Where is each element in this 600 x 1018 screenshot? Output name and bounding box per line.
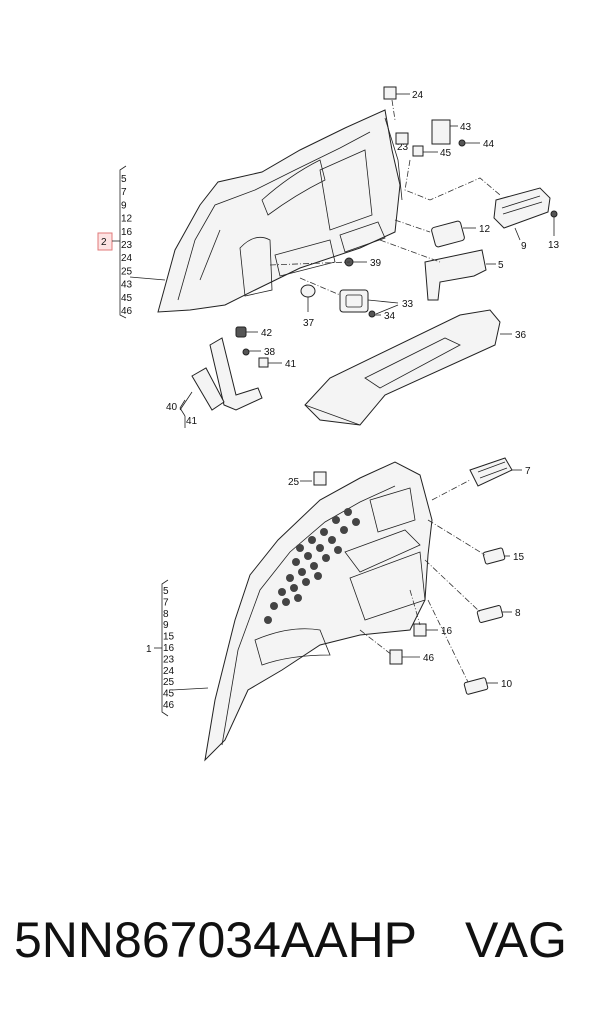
cap-37: 37 bbox=[300, 284, 316, 329]
clip-42: 42 bbox=[235, 326, 273, 339]
svg-text:43: 43 bbox=[460, 122, 472, 133]
hook-5: 5 bbox=[424, 249, 504, 301]
sub-part-number: 7 bbox=[163, 597, 169, 608]
svg-text:36: 36 bbox=[515, 330, 527, 341]
lower-group-index: 1 bbox=[146, 644, 152, 655]
svg-text:46: 46 bbox=[423, 653, 435, 664]
bracket-40: 40 41 bbox=[166, 337, 263, 428]
sub-part-number: 9 bbox=[121, 200, 127, 211]
svg-text:15: 15 bbox=[513, 552, 525, 563]
svg-text:41: 41 bbox=[186, 416, 198, 427]
sub-part-number: 7 bbox=[121, 187, 127, 198]
clip-23: 23 bbox=[395, 132, 409, 153]
sub-part-number: 46 bbox=[163, 700, 175, 711]
upper-leader-lines bbox=[269, 99, 501, 296]
lower-trim-panel bbox=[204, 461, 433, 762]
svg-text:13: 13 bbox=[548, 240, 560, 251]
svg-text:40: 40 bbox=[166, 402, 178, 413]
clip-24: 24 bbox=[383, 86, 424, 101]
brand-label: VAG bbox=[465, 912, 567, 968]
svg-text:39: 39 bbox=[370, 258, 382, 269]
svg-text:12: 12 bbox=[479, 224, 491, 235]
svg-text:44: 44 bbox=[483, 139, 495, 150]
lower-leader-lines bbox=[359, 479, 486, 683]
sub-part-number: 25 bbox=[163, 677, 175, 688]
upper-trim-panel bbox=[157, 109, 403, 313]
part-number-footer: 5NN867034AAHP VAG bbox=[14, 905, 594, 975]
sub-part-number: 16 bbox=[121, 227, 133, 238]
sub-part-number: 45 bbox=[121, 293, 133, 304]
sub-part-number: 5 bbox=[121, 174, 127, 185]
svg-text:24: 24 bbox=[412, 90, 424, 101]
clip-41: 41 bbox=[258, 357, 297, 370]
vent-7: 7 bbox=[469, 457, 531, 487]
clip-46: 46 bbox=[389, 649, 435, 665]
svg-text:38: 38 bbox=[264, 347, 276, 358]
svg-text:9: 9 bbox=[521, 241, 527, 252]
sub-part-number: 5 bbox=[163, 586, 169, 597]
svg-text:34: 34 bbox=[384, 311, 396, 322]
part-10: 10 bbox=[463, 677, 513, 695]
sub-part-number: 23 bbox=[121, 240, 133, 251]
sub-part-number: 9 bbox=[163, 620, 169, 631]
svg-text:45: 45 bbox=[440, 148, 452, 159]
svg-text:25: 25 bbox=[288, 477, 300, 488]
svg-text:23: 23 bbox=[397, 142, 409, 153]
sub-part-number: 43 bbox=[121, 280, 133, 291]
sub-part-number: 45 bbox=[163, 689, 175, 700]
lamp-cover-12: 12 bbox=[431, 220, 491, 248]
handle-33: 33 bbox=[339, 289, 414, 315]
vent-9: 9 bbox=[493, 187, 551, 252]
screw-13: 13 bbox=[548, 210, 560, 251]
svg-text:8: 8 bbox=[515, 608, 521, 619]
sub-part-number: 23 bbox=[163, 654, 175, 665]
sill-panel-36: 36 bbox=[304, 309, 527, 426]
upper-group-index: 2 bbox=[101, 237, 107, 248]
svg-text:16: 16 bbox=[441, 626, 453, 637]
screw-38: 38 bbox=[242, 347, 276, 358]
screw-44: 44 bbox=[458, 139, 495, 150]
sub-part-number: 12 bbox=[121, 214, 133, 225]
svg-text:42: 42 bbox=[261, 328, 273, 339]
sub-part-number: 8 bbox=[163, 609, 169, 620]
bracket-8: 8 bbox=[476, 605, 521, 623]
screw-34: 34 bbox=[368, 310, 396, 322]
sub-part-number: 15 bbox=[163, 632, 175, 643]
part-number: 5NN867034AAHP bbox=[14, 912, 418, 968]
svg-text:41: 41 bbox=[285, 359, 297, 370]
svg-text:37: 37 bbox=[303, 318, 315, 329]
svg-text:10: 10 bbox=[501, 679, 513, 690]
svg-text:33: 33 bbox=[402, 299, 414, 310]
upper-sub-parts-list: 2 5 7 9 12 16 23 24 25 43 45 46 bbox=[97, 165, 166, 319]
sub-part-number: 46 bbox=[121, 306, 133, 317]
part-15: 15 bbox=[482, 547, 525, 565]
clip-16: 16 bbox=[413, 623, 453, 637]
sub-part-number: 25 bbox=[121, 266, 133, 277]
bracket-43: 43 bbox=[431, 119, 472, 145]
sub-part-number: 24 bbox=[163, 666, 175, 677]
sub-part-number: 24 bbox=[121, 253, 133, 264]
clip-25: 25 bbox=[288, 471, 327, 488]
svg-text:7: 7 bbox=[525, 466, 531, 477]
sub-part-number: 16 bbox=[163, 643, 175, 654]
nut-39: 39 bbox=[344, 257, 382, 269]
svg-text:5: 5 bbox=[498, 260, 504, 271]
clip-45: 45 bbox=[412, 145, 452, 159]
highlighted-part-box bbox=[97, 232, 113, 251]
